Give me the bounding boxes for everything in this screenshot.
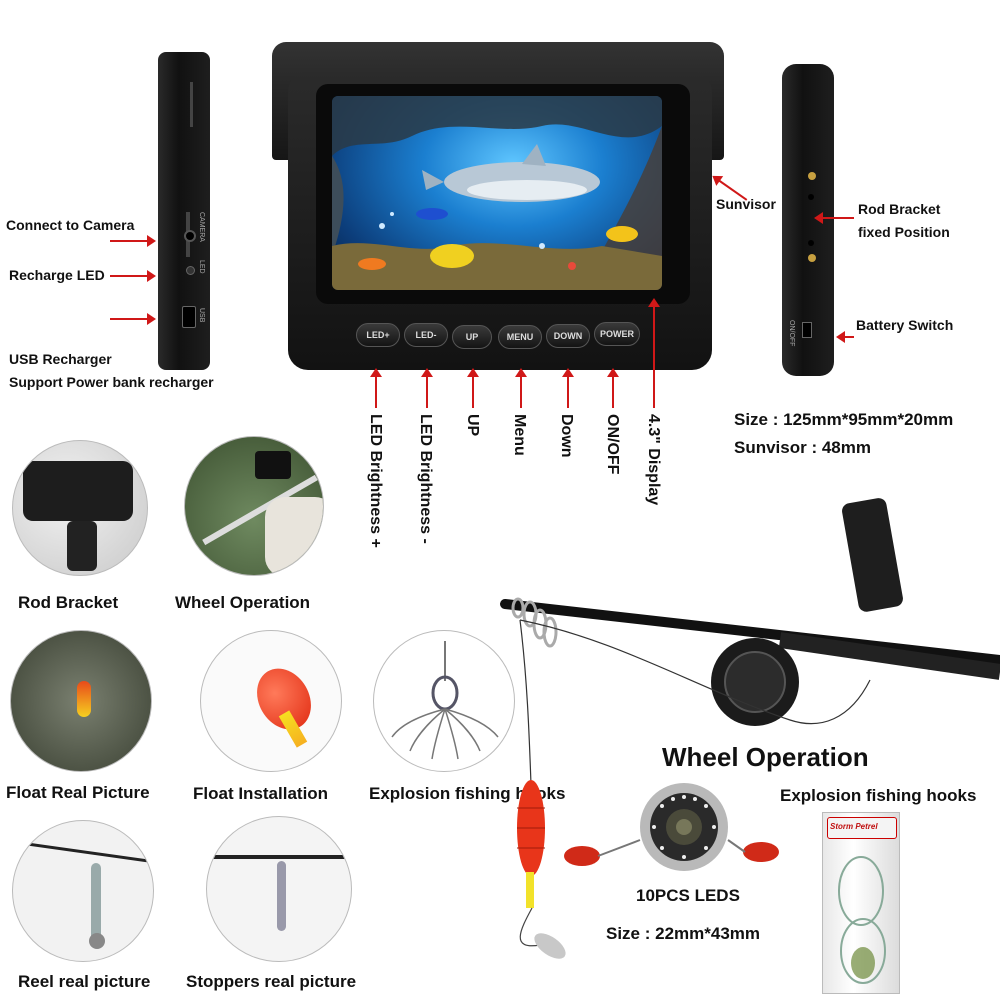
display-arrow (648, 298, 660, 408)
explosion-hooks-photo (373, 630, 515, 772)
power-button[interactable]: POWER (594, 322, 640, 346)
power-bank-label: Support Power bank recharger (9, 374, 214, 390)
float-installation-photo (200, 630, 342, 772)
battery-switch-arrow (836, 331, 854, 343)
rod-bracket-hole-mid (808, 194, 814, 200)
caption-explosion-hooks: Explosion fishing hooks (369, 784, 566, 803)
menu-desc: Menu (511, 414, 528, 456)
monitor-front: LED+ LED- UP MENU DOWN POWER (288, 72, 712, 370)
caption-reel-real: Reel real picture (18, 972, 151, 991)
rod-bracket-label-1: Rod Bracket (858, 201, 941, 217)
up-desc: UP (464, 414, 481, 437)
onoff-arrow (607, 368, 619, 408)
usb-recharger-label: USB Recharger (9, 351, 112, 367)
led-plus-button[interactable]: LED+ (356, 323, 400, 347)
onoff-desc: ON/OFF (604, 414, 621, 475)
rod-bracket-hole-top (808, 172, 816, 180)
float-real-photo (10, 630, 152, 772)
down-desc: Down (558, 414, 575, 458)
hooks-package: Storm Petrel (822, 812, 900, 994)
package-header: Storm Petrel (827, 817, 897, 839)
rod-bracket-hole-low (808, 240, 814, 246)
monitor-side-view-left: CAMERA LED USB (158, 52, 210, 370)
recharge-led-arrow (110, 270, 156, 282)
display-desc: 4.3" Display (645, 414, 662, 506)
camera-port-label: CAMERA (198, 212, 205, 242)
size-label: Size : 125mm*95mm*20mm (734, 410, 954, 429)
led-plus-desc: LED Brightness + (367, 414, 384, 548)
caption-rod-bracket: Rod Bracket (18, 593, 119, 612)
caption-stoppers-real: Stoppers real picture (186, 972, 357, 991)
reel-real-photo (12, 820, 154, 962)
rod-bracket-label-2: fixed Position (858, 224, 950, 240)
camera-port-icon (184, 230, 196, 242)
rod-bracket-photo (12, 440, 148, 576)
led-minus-arrow (421, 368, 433, 408)
caption-float-installation: Float Installation (193, 784, 329, 803)
connect-camera-arrow (110, 235, 156, 247)
menu-button[interactable]: MENU (498, 325, 542, 349)
caption-camera-size: Size : 22mm*43mm (606, 924, 761, 943)
battery-switch-label: Battery Switch (856, 317, 954, 333)
rod-bracket-arrow (814, 212, 854, 224)
sunvisor-label: Sunvisor (716, 196, 776, 212)
menu-arrow (515, 368, 527, 408)
caption-wheel-operation: Wheel Operation (175, 593, 311, 612)
caption-leds: 10PCS LEDS (636, 886, 740, 905)
port-slot-top (190, 82, 193, 127)
usb-port-label: USB (198, 308, 205, 323)
package-brand: Storm Petrel (830, 822, 878, 831)
usb-port-icon (182, 306, 196, 328)
battery-switch-icon[interactable] (802, 322, 812, 338)
display-screen (332, 96, 662, 290)
down-button[interactable]: DOWN (546, 324, 590, 348)
down-arrow (562, 368, 574, 408)
usb-arrow (110, 313, 156, 325)
caption-float-real: Float Real Picture (6, 783, 150, 802)
led-minus-desc: LED Brightness - (417, 414, 434, 544)
underwater-image (332, 96, 662, 290)
up-arrow (467, 368, 479, 408)
recharge-led-label: Recharge LED (9, 267, 105, 283)
wheel-operation-photo (184, 436, 324, 576)
led-port-label: LED (198, 260, 205, 274)
stoppers-real-photo (206, 816, 352, 962)
connect-camera-label: Connect to Camera (6, 217, 135, 233)
sunvisor-size-label: Sunvisor : 48mm (734, 438, 871, 457)
caption-wheel-operation-big: Wheel Operation (662, 742, 869, 772)
monitor-side-view-right: ON/OFF (782, 64, 834, 376)
recharge-led-icon (186, 266, 195, 275)
rod-bracket-hole-bottom (808, 254, 816, 262)
up-button[interactable]: UP (452, 325, 492, 349)
led-plus-arrow (370, 368, 382, 408)
led-minus-button[interactable]: LED- (404, 323, 448, 347)
onoff-mark: ON/OFF (788, 320, 795, 347)
caption-explosion-hooks-right: Explosion fishing hooks (780, 786, 977, 805)
